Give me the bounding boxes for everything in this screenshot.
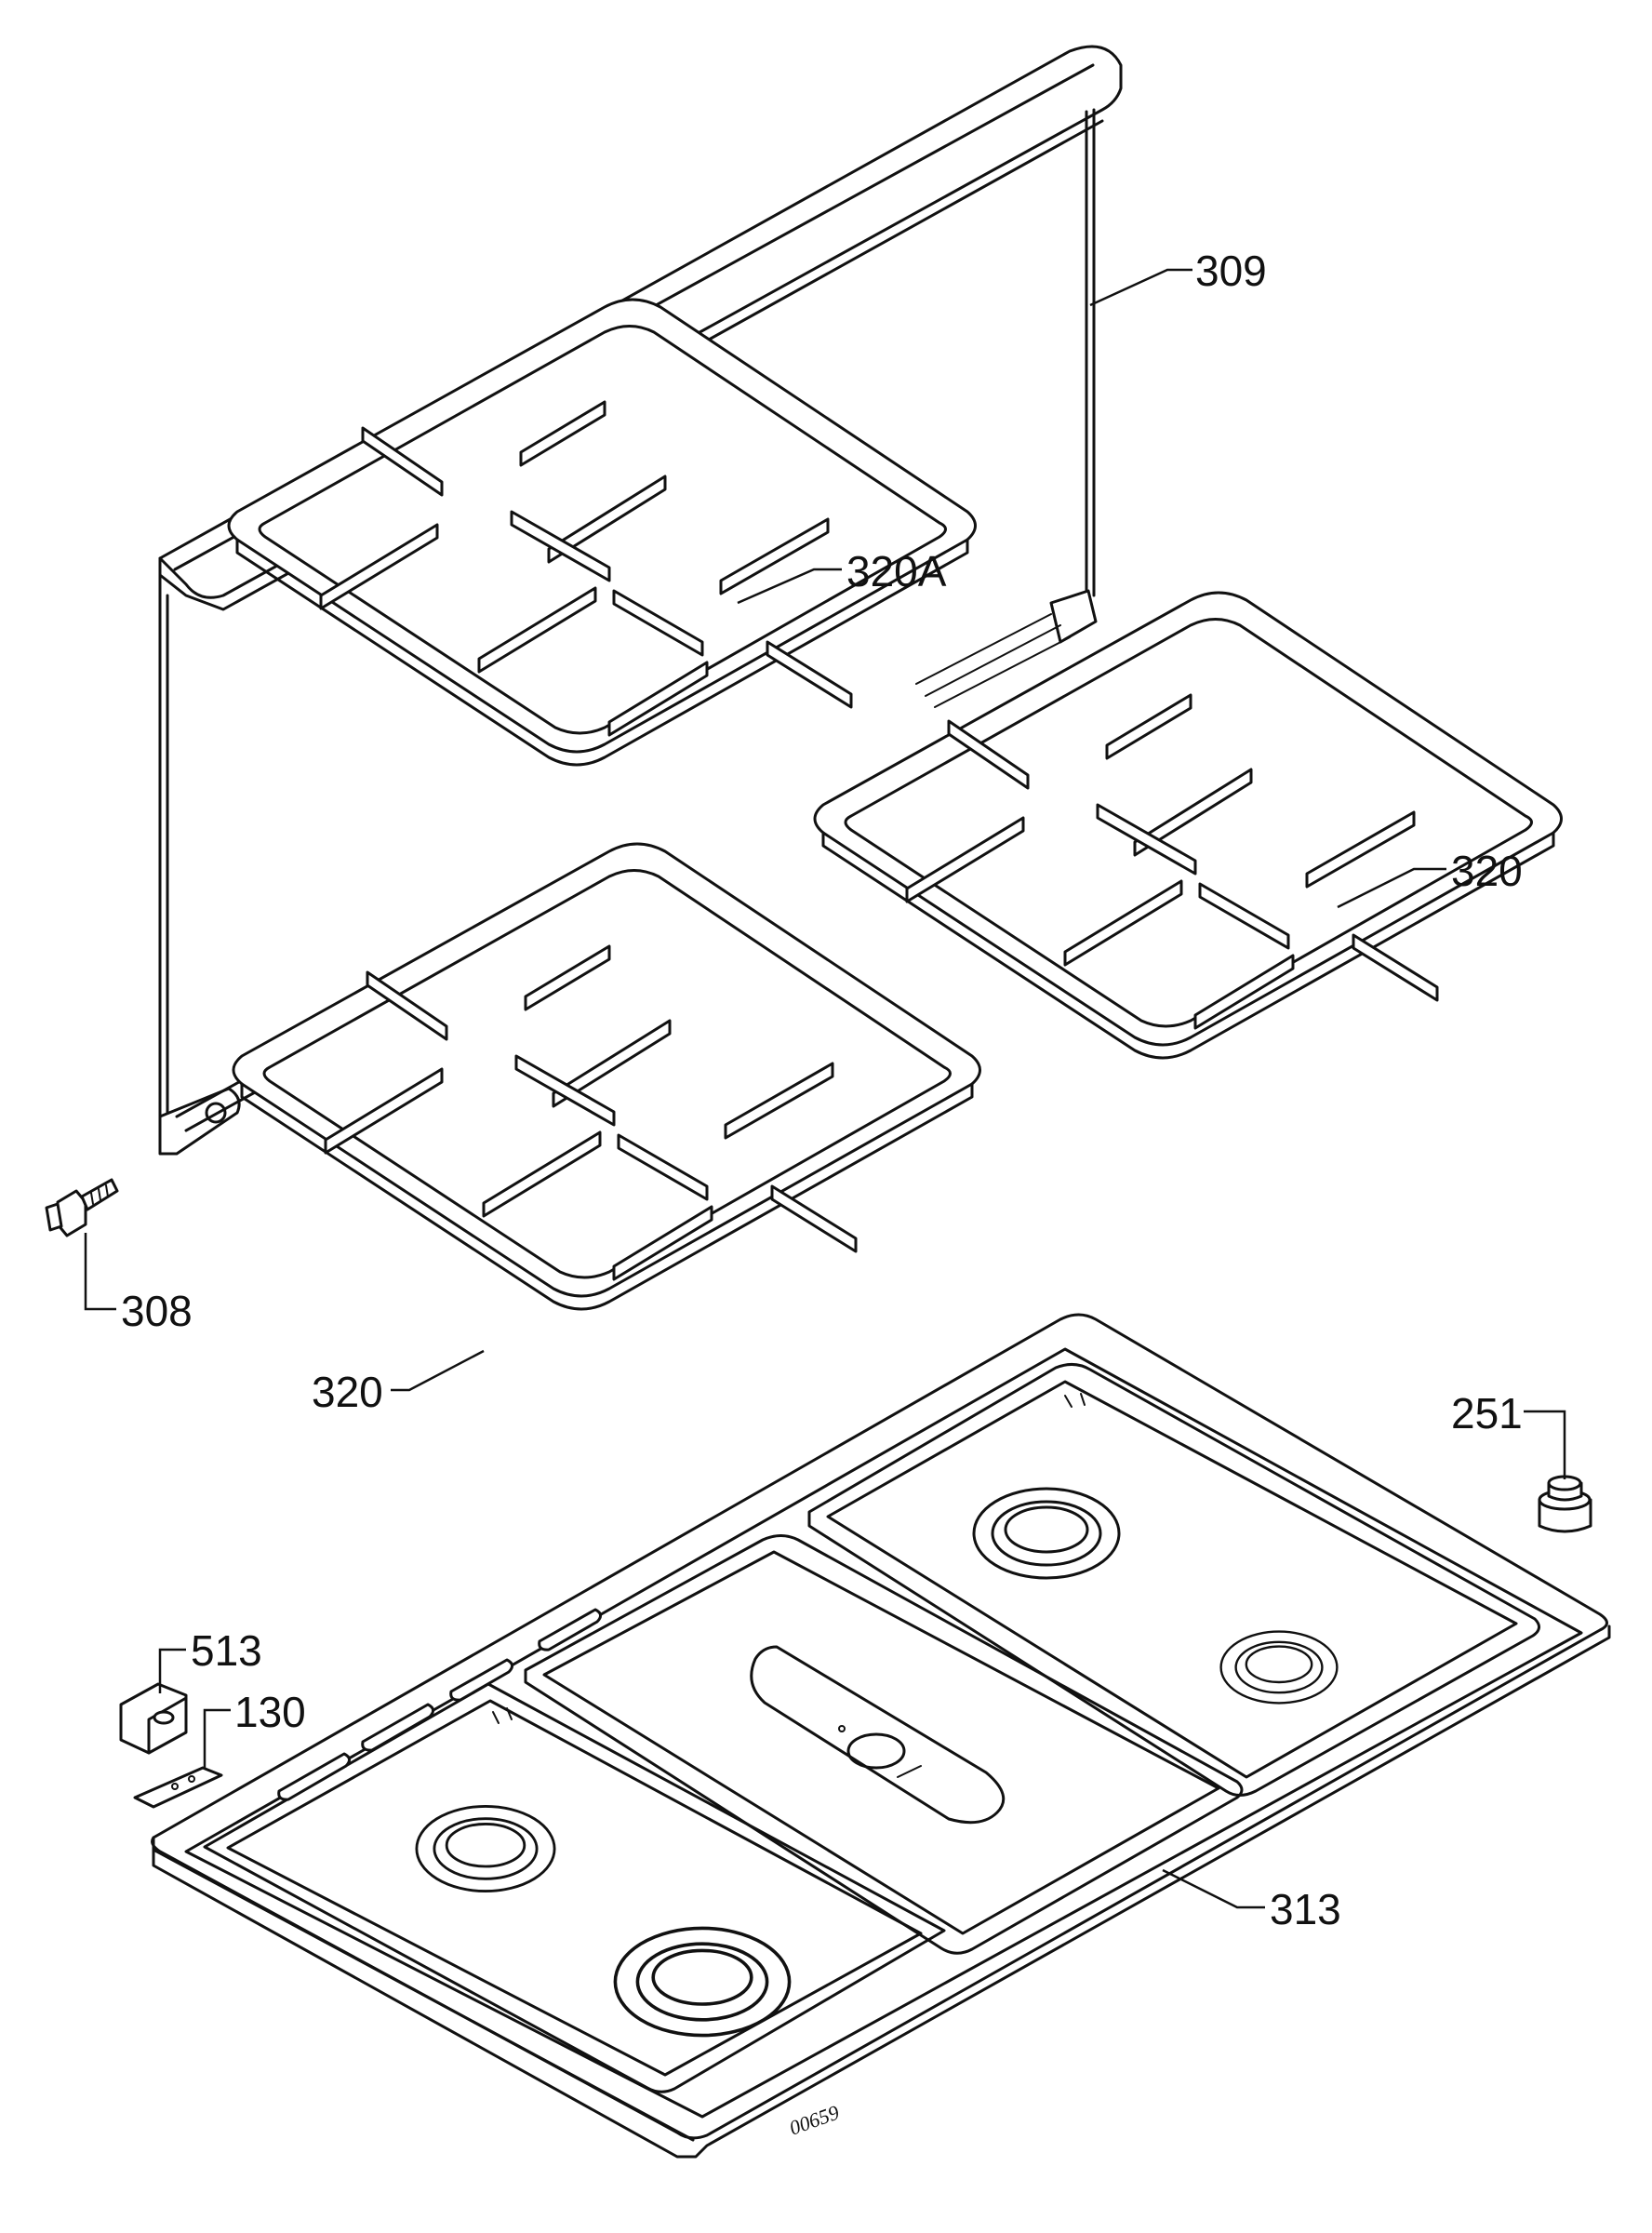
callout-309: 309 [1195, 247, 1267, 295]
callout-513: 513 [191, 1626, 262, 1675]
grate-320a [227, 298, 977, 767]
drawing-number: 00659 [786, 2100, 842, 2139]
clip-513 [119, 1682, 188, 1755]
knob-251 [1538, 1475, 1592, 1533]
bracket-130 [133, 1766, 223, 1809]
callout-320a: 320A [846, 547, 947, 595]
grate-320-left [232, 842, 981, 1311]
callout-320-left: 320 [312, 1368, 383, 1416]
grate-320-right [813, 591, 1563, 1060]
callout-313: 313 [1270, 1885, 1341, 1933]
hob-top-313 [151, 1313, 1611, 2159]
callout-308: 308 [121, 1287, 193, 1335]
leader-lines [84, 268, 1566, 1909]
callout-251: 251 [1451, 1389, 1523, 1437]
callout-130: 130 [234, 1688, 306, 1736]
screw-308 [45, 1178, 119, 1237]
callout-320-right: 320 [1451, 847, 1523, 895]
